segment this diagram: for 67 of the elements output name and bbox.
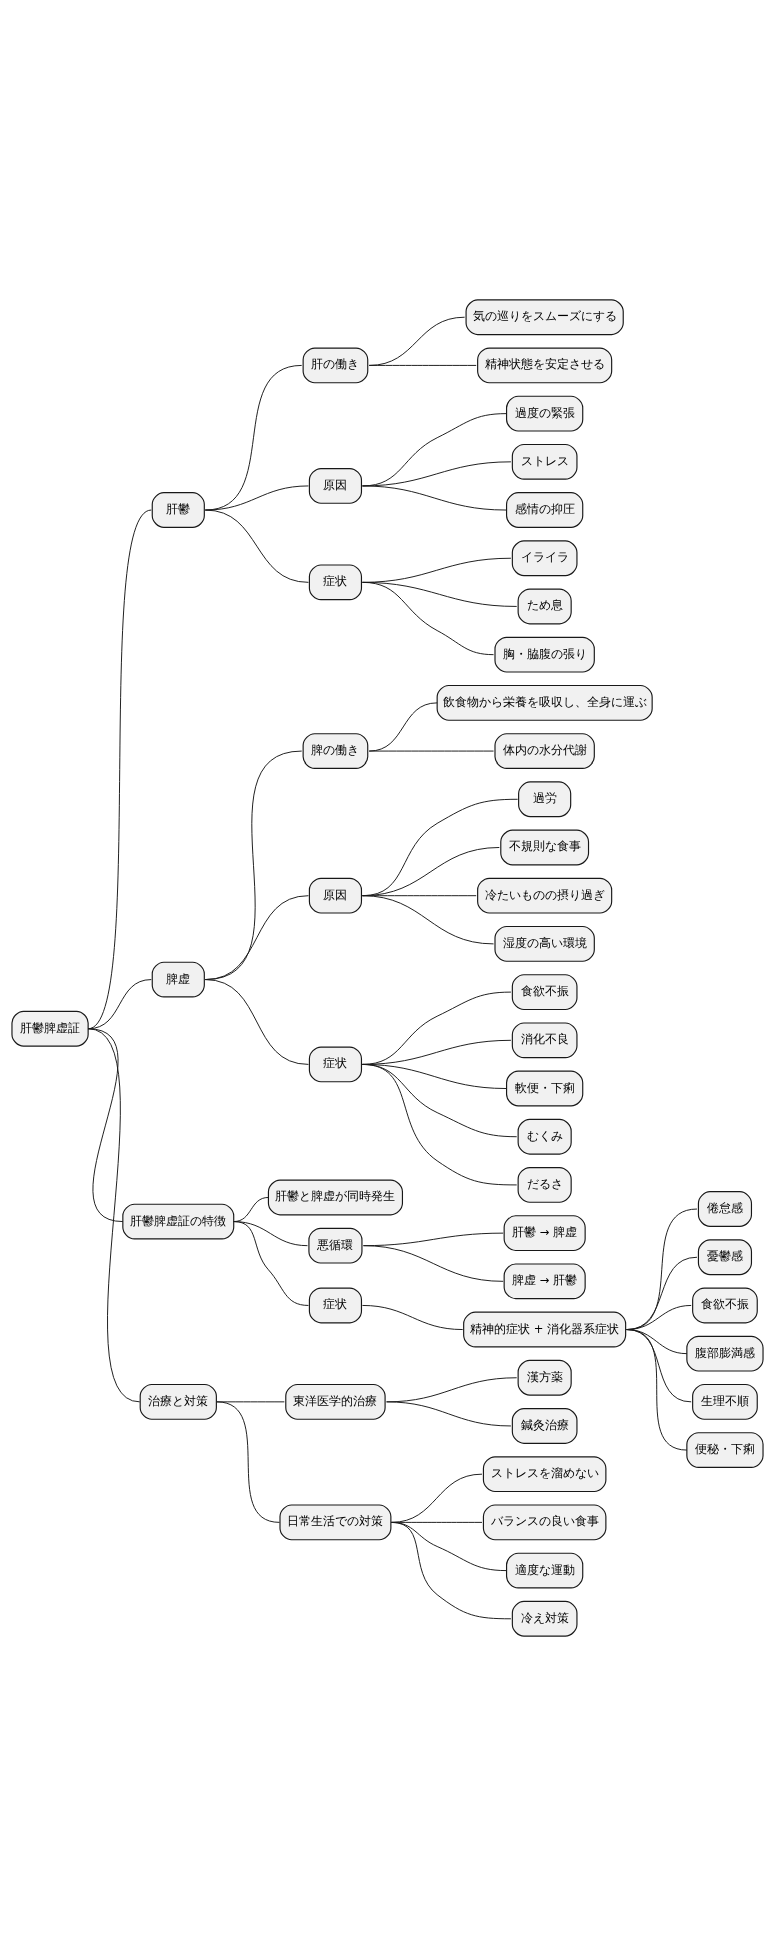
node-box: 湿度の高い環境	[494, 925, 595, 962]
node-box: 軟便・下痢	[506, 1070, 584, 1106]
node-box: 脾虚 → 肝鬱	[503, 1262, 586, 1299]
node-box: 憂鬱感	[697, 1238, 753, 1275]
node-box: 精神的症状 + 消化器系症状	[463, 1311, 627, 1347]
node-box: 体内の水分代謝	[494, 732, 595, 769]
node-box: バランスの良い食事	[482, 1503, 607, 1540]
node-box: ストレスを溜めない	[482, 1455, 607, 1492]
node-box: 日常生活での対策	[279, 1503, 392, 1540]
connector	[368, 364, 477, 366]
node-box: 消化不良	[511, 1021, 578, 1058]
node-box: 感情の抑圧	[506, 491, 584, 528]
connector	[87, 1027, 141, 1402]
connector	[361, 484, 507, 511]
node-box: 症状	[308, 1287, 363, 1323]
connector	[362, 1244, 504, 1282]
connector	[386, 1400, 512, 1426]
node-box: 症状	[308, 563, 363, 600]
node-box: 生理不順	[692, 1383, 758, 1420]
node-box: 肝鬱脾虚証の特徴	[122, 1203, 235, 1239]
node-box: 東洋医学的治療	[285, 1383, 386, 1420]
node-box: 冷たいものの摂り過ぎ	[477, 877, 613, 914]
node-box: 治療と対策	[139, 1383, 217, 1420]
node-box: だるさ	[517, 1166, 572, 1203]
node-box: 過度の緊張	[506, 395, 584, 432]
node-box: 気の巡りをスムーズにする	[465, 298, 624, 335]
node-box: 精神状態を安定させる	[477, 347, 613, 383]
node-box: 腹部膨満感	[686, 1335, 764, 1372]
node-box: 悪循環	[308, 1227, 363, 1264]
connector	[361, 581, 495, 655]
node-box: 肝鬱 → 脾虚	[503, 1214, 586, 1251]
node-box: 漢方薬	[517, 1359, 572, 1396]
node-box: イライラ	[511, 539, 578, 576]
node-box: 冷え対策	[511, 1600, 578, 1637]
connector	[626, 1328, 688, 1451]
node-box: 過労	[518, 780, 572, 817]
node-box: 肝の働き	[302, 347, 369, 383]
node-box: 飲食物から栄養を吸収し、全身に運ぶ	[436, 684, 653, 721]
connector	[233, 1220, 309, 1306]
node-box: 原因	[308, 467, 363, 504]
node-box: ため息	[517, 588, 572, 624]
node-box: 食欲不振	[511, 973, 578, 1010]
node-box: 肝鬱と脾虚が同時発生	[267, 1179, 403, 1215]
node-box: 鍼灸治療	[511, 1407, 578, 1444]
node-box: 適度な運動	[506, 1552, 584, 1588]
node-box: 脾の働き	[302, 732, 369, 769]
node-box: 便秘・下痢	[686, 1431, 764, 1468]
node-box: 倦怠感	[697, 1190, 753, 1227]
connector	[361, 894, 495, 944]
connector	[204, 509, 309, 583]
connector	[361, 1063, 518, 1185]
node-box: 食欲不振	[692, 1287, 758, 1323]
connector	[204, 484, 309, 511]
node-box: 原因	[308, 877, 363, 914]
connector	[216, 1400, 280, 1523]
node-box: 脾虚	[151, 961, 205, 997]
node-box: ストレス	[511, 443, 578, 480]
node-box: 胸・脇腹の張り	[494, 636, 595, 673]
connector	[361, 1304, 464, 1330]
node-box: 症状	[308, 1046, 363, 1082]
node-box: 不規則な食事	[500, 829, 590, 865]
node-box: 肝鬱	[151, 491, 205, 528]
connector	[204, 978, 309, 1065]
node-box: むくみ	[517, 1118, 572, 1155]
node-box: 肝鬱脾虚証	[11, 1010, 89, 1047]
connector	[368, 750, 495, 752]
connector	[390, 1521, 512, 1619]
